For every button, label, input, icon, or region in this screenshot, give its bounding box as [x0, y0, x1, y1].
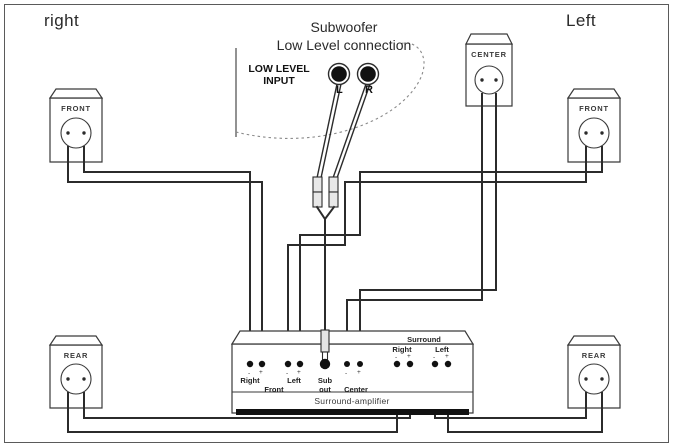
low-level-input-label-line2: INPUT [263, 75, 295, 87]
polarity-surround-right-plus: + [407, 353, 411, 360]
amp-label-center: Center [344, 385, 368, 394]
polarity-center-minus: - [345, 370, 348, 377]
wire-front-right [67, 146, 263, 365]
terminal-surround-right-minus [393, 360, 401, 368]
low-level-input-label-line1: LOW LEVEL [248, 63, 310, 75]
terminal-front-right-minus [246, 360, 254, 368]
amp-label-sub-out-line1: Sub [317, 376, 333, 385]
amp-label-surround-right: Right [392, 345, 412, 354]
polarity-surround-left-plus: + [445, 353, 449, 360]
wire-front-left [287, 146, 603, 365]
speaker-label-center: CENTER [471, 50, 507, 59]
polarity-surround-left-minus: - [433, 354, 436, 361]
terminal-sub-out [319, 358, 331, 370]
polarity-front-right-minus: - [248, 370, 251, 377]
terminal-surround-left-minus [431, 360, 439, 368]
speaker-rear-right [48, 335, 104, 409]
terminal-center-minus [344, 361, 350, 367]
subwoofer-title-line1: Subwoofer [310, 19, 378, 35]
terminal-surround-left-plus [444, 360, 452, 368]
terminal-front-left-minus [284, 360, 292, 368]
amp-brand-label: Surround-amplifier [314, 396, 390, 406]
terminal-front-right-plus [258, 360, 266, 368]
polarity-front-left-minus: - [286, 370, 289, 377]
polarity-front-left-plus: + [297, 369, 301, 376]
amp-label-front-right: Right [240, 376, 260, 385]
speaker-label-front-left: FRONT [579, 104, 609, 113]
wire-center [346, 93, 497, 365]
speaker-center [465, 33, 513, 107]
low-level-input-jacks [327, 62, 380, 86]
amp-label-front: Front [264, 385, 284, 394]
amp-label-sub-out-line2: out [319, 385, 331, 394]
speaker-label-rear-right: REAR [63, 351, 89, 360]
speaker-front-left [566, 88, 622, 163]
rca-subwoofer-cable [312, 83, 371, 338]
polarity-center-plus: + [357, 369, 361, 376]
jack-label-l: L [336, 84, 343, 96]
speaker-front-right [48, 88, 104, 163]
amp-label-surround-left: Left [435, 345, 449, 354]
label-left-channel: Left [566, 11, 596, 30]
jack-label-r: R [365, 84, 373, 96]
speaker-rear-left [566, 335, 622, 409]
polarity-surround-right-minus: - [395, 354, 398, 361]
polarity-front-right-plus: + [259, 369, 263, 376]
surround-amplifier [230, 329, 475, 415]
subwoofer-title-line2: Low Level connection [276, 37, 412, 53]
terminal-surround-right-plus [406, 360, 414, 368]
amp-label-surround: Surround [407, 335, 441, 344]
amp-label-front-left: Left [287, 376, 301, 385]
label-right-channel: right [44, 11, 80, 30]
terminal-front-left-plus [296, 360, 304, 368]
terminal-center-plus [357, 361, 363, 367]
subwoofer-panel-outline [235, 42, 425, 139]
speaker-label-rear-left: REAR [581, 351, 607, 360]
speaker-label-front-right: FRONT [61, 104, 91, 113]
